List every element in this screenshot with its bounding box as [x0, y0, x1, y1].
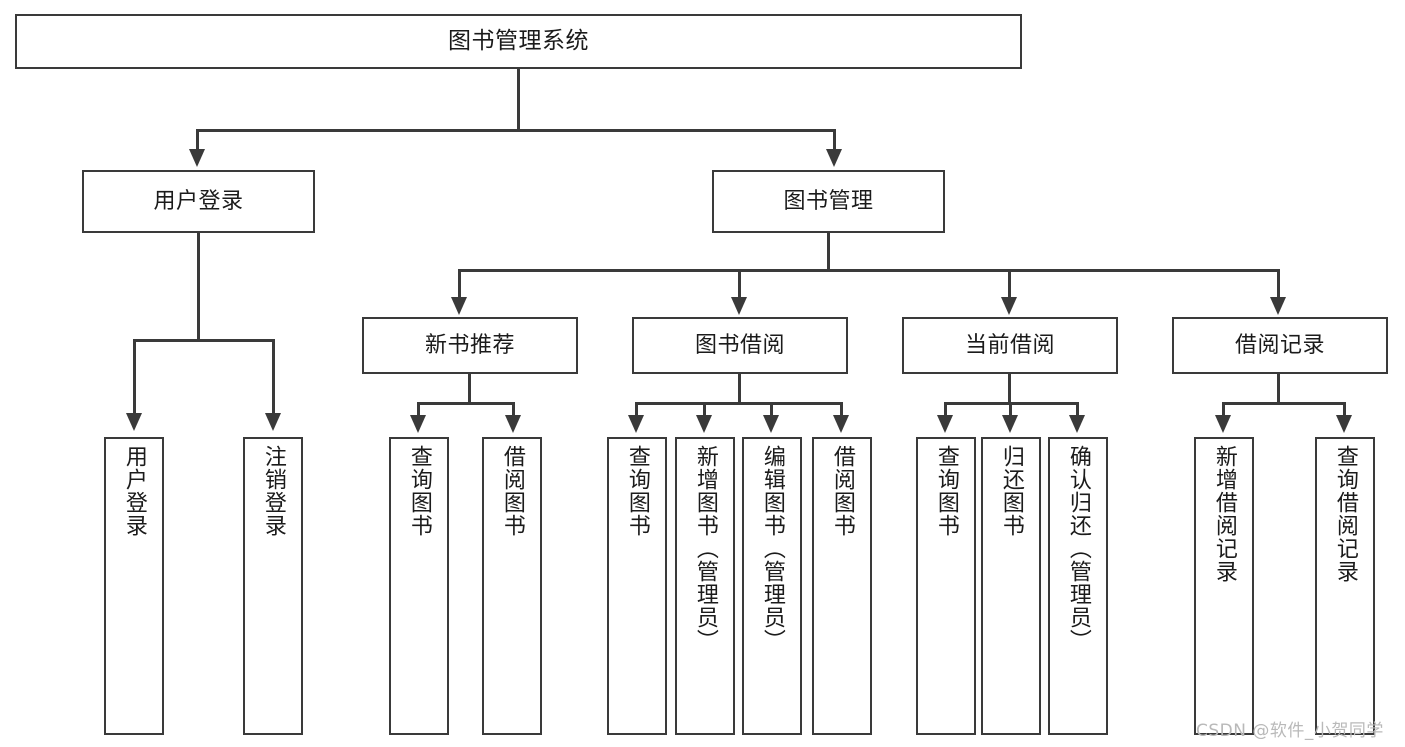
node-leaf-borrow-book-nbr[interactable]: 借阅图书	[482, 437, 542, 735]
node-leaf-user-login[interactable]: 用户登录	[104, 437, 164, 735]
node-label: 用户登录	[153, 188, 244, 214]
arrowhead-icon	[451, 297, 467, 315]
connector-user-login-drop-2	[272, 339, 275, 415]
node-current-borrow[interactable]: 当前借阅	[902, 317, 1118, 374]
arrowhead-icon	[731, 297, 747, 315]
node-label: 图书管理	[783, 188, 874, 214]
node-leaf-query-book-nbr[interactable]: 查询图书	[389, 437, 449, 735]
node-leaf-query-borrow-record[interactable]: 查询借阅记录	[1315, 437, 1375, 735]
node-label: 编辑图书（管理员）	[759, 445, 785, 652]
connector-br-drop-2	[1343, 402, 1346, 417]
node-label: 当前借阅	[964, 332, 1055, 358]
connector-bb-drop-3	[770, 402, 773, 417]
connector-root-bus	[196, 129, 836, 132]
node-leaf-query-book-bb[interactable]: 查询图书	[607, 437, 667, 735]
connector-br-bus	[1222, 402, 1346, 405]
node-user-login[interactable]: 用户登录	[82, 170, 315, 233]
node-label: 归还图书	[998, 445, 1024, 537]
connector-cb-drop-1	[944, 402, 947, 417]
connector-user-login-bus	[133, 339, 275, 342]
node-leaf-logout[interactable]: 注销登录	[243, 437, 303, 735]
node-label: 注销登录	[260, 445, 286, 537]
arrowhead-icon	[833, 415, 849, 433]
arrowhead-icon	[1270, 297, 1286, 315]
connector-nbr-bus	[417, 402, 515, 405]
connector-bb-drop-1	[635, 402, 638, 417]
node-leaf-add-book-admin[interactable]: 新增图书（管理员）	[675, 437, 735, 735]
connector-nbr-drop-2	[512, 402, 515, 417]
node-label: 新书推荐	[424, 332, 515, 358]
connector-bm-drop-1	[458, 269, 461, 299]
node-leaf-add-borrow-record[interactable]: 新增借阅记录	[1194, 437, 1254, 735]
node-book-borrow[interactable]: 图书借阅	[632, 317, 848, 374]
arrowhead-icon	[763, 415, 779, 433]
connector-bb-bus	[635, 402, 842, 405]
node-label: 图书管理系统	[448, 28, 589, 55]
connector-cb-drop-2	[1009, 402, 1012, 417]
connector-nbr-stem	[468, 374, 471, 404]
arrowhead-icon	[126, 413, 142, 431]
connector-bm-drop-2	[738, 269, 741, 299]
arrowhead-icon	[696, 415, 712, 433]
arrowhead-icon	[410, 415, 426, 433]
arrowhead-icon	[1069, 415, 1085, 433]
node-borrow-record[interactable]: 借阅记录	[1172, 317, 1388, 374]
node-label: 查询图书	[406, 445, 432, 537]
node-label: 用户登录	[121, 445, 147, 537]
arrowhead-icon	[826, 149, 842, 167]
connector-root-stem	[517, 69, 520, 131]
node-leaf-query-book-cb[interactable]: 查询图书	[916, 437, 976, 735]
node-label: 查询借阅记录	[1332, 445, 1358, 583]
node-label: 新增图书（管理员）	[692, 445, 718, 652]
arrowhead-icon	[1215, 415, 1231, 433]
node-new-book-recommend[interactable]: 新书推荐	[362, 317, 578, 374]
connector-bb-stem	[738, 374, 741, 404]
connector-bb-drop-2	[703, 402, 706, 417]
connector-cb-stem	[1008, 374, 1011, 404]
node-label: 图书借阅	[694, 332, 785, 358]
arrowhead-icon	[1336, 415, 1352, 433]
arrowhead-icon	[265, 413, 281, 431]
arrowhead-icon	[628, 415, 644, 433]
connector-bm-drop-4	[1277, 269, 1280, 299]
node-book-management[interactable]: 图书管理	[712, 170, 945, 233]
arrowhead-icon	[937, 415, 953, 433]
node-leaf-borrow-book-bb[interactable]: 借阅图书	[812, 437, 872, 735]
node-label: 借阅记录	[1234, 332, 1325, 358]
node-label: 借阅图书	[829, 445, 855, 537]
connector-cb-drop-3	[1076, 402, 1079, 417]
connector-book-management-stem	[827, 233, 830, 271]
node-label: 查询图书	[624, 445, 650, 537]
node-label: 借阅图书	[499, 445, 525, 537]
connector-bm-drop-3	[1008, 269, 1011, 299]
connector-bb-drop-4	[840, 402, 843, 417]
arrowhead-icon	[189, 149, 205, 167]
csdn-watermark: CSDN @软件_小贺同学	[1196, 721, 1384, 741]
node-label: 确认归还（管理员）	[1065, 445, 1091, 652]
connector-root-drop-1	[196, 129, 199, 151]
connector-br-drop-1	[1222, 402, 1225, 417]
node-leaf-edit-book-admin[interactable]: 编辑图书（管理员）	[742, 437, 802, 735]
node-label: 新增借阅记录	[1211, 445, 1237, 583]
connector-user-login-drop-1	[133, 339, 136, 415]
node-leaf-return-book[interactable]: 归还图书	[981, 437, 1041, 735]
node-root-book-management-system[interactable]: 图书管理系统	[15, 14, 1022, 69]
connector-user-login-stem	[197, 233, 200, 341]
arrowhead-icon	[1002, 415, 1018, 433]
arrowhead-icon	[505, 415, 521, 433]
connector-nbr-drop-1	[417, 402, 420, 417]
connector-br-stem	[1277, 374, 1280, 404]
node-label: 查询图书	[933, 445, 959, 537]
connector-book-management-bus	[458, 269, 1280, 272]
arrowhead-icon	[1001, 297, 1017, 315]
node-leaf-confirm-return-admin[interactable]: 确认归还（管理员）	[1048, 437, 1108, 735]
connector-root-drop-2	[833, 129, 836, 151]
